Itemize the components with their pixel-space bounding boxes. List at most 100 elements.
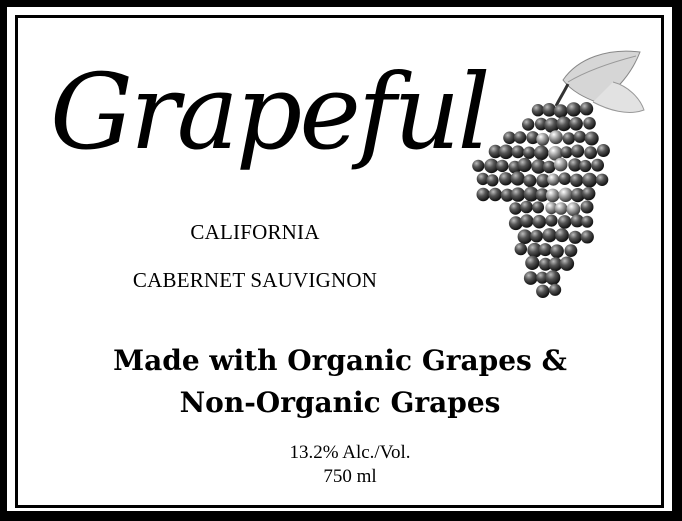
grape-berry xyxy=(542,160,556,174)
grape-berry xyxy=(584,131,599,146)
bottle-volume: 750 ml xyxy=(323,466,377,487)
grape-berry xyxy=(534,145,549,161)
grape-berry xyxy=(571,144,585,158)
grape-berry xyxy=(498,144,514,160)
grape-berry xyxy=(583,117,596,130)
grape-berry xyxy=(568,158,582,172)
grape-berry xyxy=(536,132,550,146)
grape-berry xyxy=(550,244,564,259)
grape-berry xyxy=(580,200,594,214)
grape-berry xyxy=(499,172,513,186)
grape-berry xyxy=(525,255,540,270)
grape-berry xyxy=(568,230,582,244)
grape-berry xyxy=(562,132,575,145)
grape-berry xyxy=(522,118,535,131)
grape-berry xyxy=(570,214,584,228)
grape-berry xyxy=(535,188,550,202)
grape-berry xyxy=(520,214,534,228)
grape-berry xyxy=(476,187,490,202)
grape-berry xyxy=(532,214,547,229)
brand-text: Grapeful xyxy=(50,51,488,173)
grape-berry xyxy=(517,229,533,244)
grape-berry xyxy=(549,283,562,296)
grape-berry xyxy=(545,270,561,285)
grape-berry xyxy=(545,188,560,203)
grape-berry xyxy=(582,186,596,201)
grape-cluster-image xyxy=(468,40,648,300)
grape-berry xyxy=(542,228,557,243)
grape-berry xyxy=(508,216,523,231)
grape-berry xyxy=(520,200,533,214)
grape-berry xyxy=(511,145,525,159)
claim-line-2: Non-Organic Grapes xyxy=(179,386,501,419)
grape-berry xyxy=(559,256,575,271)
grape-berry xyxy=(534,117,548,131)
grape-berry xyxy=(500,188,514,202)
grape-berry xyxy=(513,131,527,144)
grape-berry xyxy=(569,117,583,131)
grape-berry xyxy=(580,230,594,244)
grape-berry xyxy=(549,130,563,145)
grape-berry xyxy=(538,257,552,271)
grape-berry xyxy=(584,146,597,160)
varietal-text: CABERNET SAUVIGNON xyxy=(132,268,378,292)
brand-script: Grapeful xyxy=(50,51,491,173)
grape-berry xyxy=(523,271,538,285)
grape-berry xyxy=(558,172,571,185)
grape-berry xyxy=(536,284,550,298)
grape-berry xyxy=(510,171,525,186)
grape-berry xyxy=(532,201,545,214)
grape-berry xyxy=(564,244,578,257)
grape-berry xyxy=(573,130,586,143)
organic-claim: Made with Organic Grapes & Non-Organic G… xyxy=(40,340,640,424)
grape-berry xyxy=(486,174,499,187)
grape-berry xyxy=(484,158,499,174)
grape-berry xyxy=(569,173,584,187)
grape-berry xyxy=(579,159,592,173)
grape-berry xyxy=(595,173,609,186)
grape-berry xyxy=(538,243,552,257)
grape-berry xyxy=(488,187,502,202)
grape-berry xyxy=(526,131,540,145)
grape-berry xyxy=(488,144,503,159)
grape-berry xyxy=(530,229,543,243)
grape-berry xyxy=(496,159,509,173)
grape-berry xyxy=(544,117,560,133)
grape-berry xyxy=(555,228,569,243)
grape-berry xyxy=(514,242,527,256)
grape-berry xyxy=(579,102,594,116)
grape-berry xyxy=(476,172,490,186)
grape-berry xyxy=(570,188,585,203)
grape-berry xyxy=(548,257,563,272)
grape-berry xyxy=(547,173,560,186)
inner-border xyxy=(15,15,664,508)
grape-cluster-svg xyxy=(472,50,645,298)
grape-berry xyxy=(523,186,539,202)
grape-berry xyxy=(517,157,532,173)
grape-berry xyxy=(545,201,558,215)
grape-berry xyxy=(554,202,568,215)
grape-berry xyxy=(536,271,549,284)
grape-berry xyxy=(531,104,545,117)
grape-berry xyxy=(566,102,581,117)
grape-berry xyxy=(556,116,572,132)
grape-berry xyxy=(560,146,573,159)
grape-berry xyxy=(558,187,573,202)
grape-berry xyxy=(509,202,522,215)
grape-berry xyxy=(581,215,594,228)
claim-line-1: Made with Organic Grapes & xyxy=(113,344,567,377)
alcohol-content: 13.2% Alc./Vol. xyxy=(289,442,411,463)
grape-berry xyxy=(523,146,536,159)
grape-berry xyxy=(596,144,610,157)
brand-name: Grapeful xyxy=(44,30,491,190)
grape-berries xyxy=(472,102,610,298)
grape-berry xyxy=(566,202,581,217)
grape-berry xyxy=(527,242,543,258)
grape-berry xyxy=(536,173,551,188)
grape-berry xyxy=(553,157,568,172)
region-text: CALIFORNIA xyxy=(190,220,320,244)
grape-berry xyxy=(542,103,556,117)
grape-berry xyxy=(510,187,526,202)
